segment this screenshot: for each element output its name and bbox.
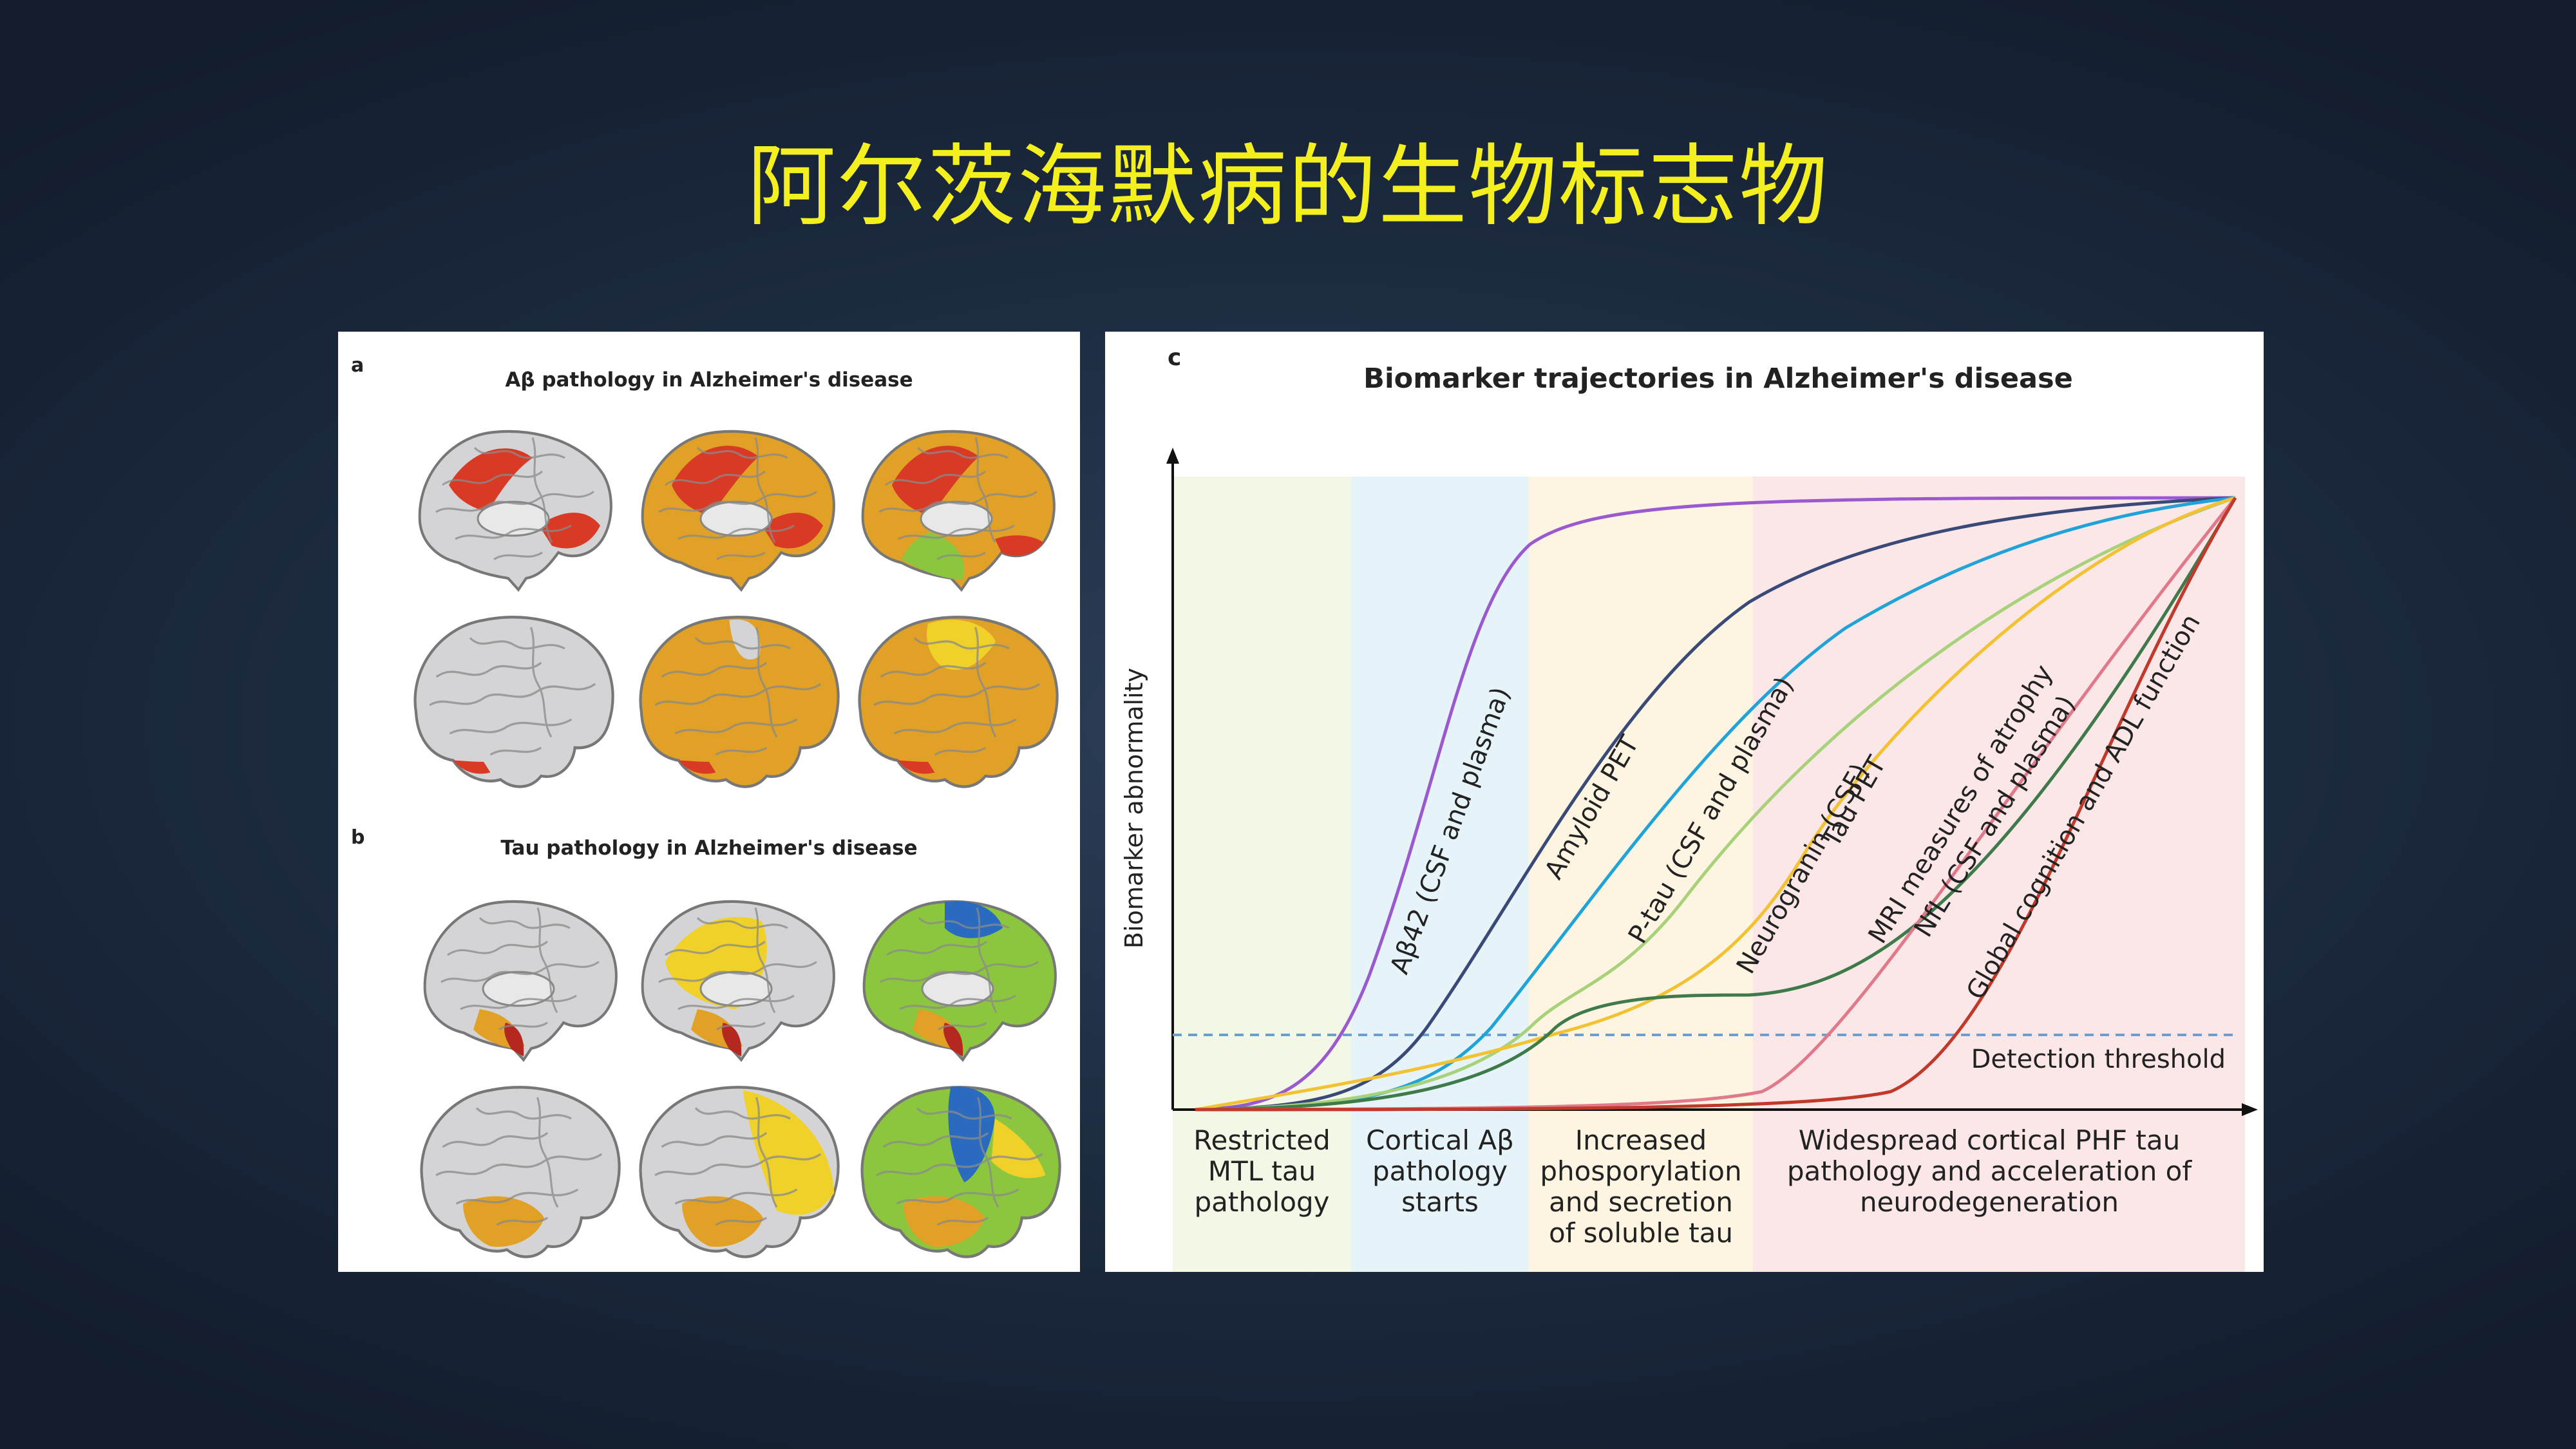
stage-2-label-line: pathology (1372, 1155, 1508, 1187)
curve-2 (1195, 496, 2236, 1112)
panel-b-title: Tau pathology in Alzheimer's disease (500, 837, 917, 860)
tau-medial-late-brain (864, 901, 1056, 1059)
tau-lateral-late-brain (862, 1086, 1060, 1256)
stage-1-label-line: Restricted (1193, 1124, 1330, 1156)
x-axis-arrow (2242, 1103, 2258, 1116)
stage-4-label-line: pathology and acceleration of (1787, 1155, 2193, 1187)
tau-lateral-early-brain (422, 1087, 620, 1256)
tau-lateral-mid-brain (641, 1087, 838, 1256)
stage-3-label-line: phosporylation (1540, 1155, 1741, 1187)
panel-a-title: Aβ pathology in Alzheimer's disease (505, 368, 913, 392)
stage-2-label-line: Cortical Aβ (1366, 1124, 1514, 1156)
trajectory-curves (1195, 496, 2237, 1112)
stage-3-label-line: Increased (1575, 1124, 1707, 1156)
slide-title: 阿尔茨海默病的生物标志物 (746, 135, 1829, 238)
y-axis-arrow (1166, 448, 1179, 464)
brain-maps-figure: a Aβ pathology in Alzheimer's disease (351, 354, 1080, 1272)
panel-c-letter: c (1168, 345, 1181, 371)
curve-5 (1195, 496, 2236, 1112)
stage-band-1 (1173, 477, 1351, 1272)
stage-backgrounds (1173, 477, 2245, 1272)
abeta-lateral-late-brain (860, 617, 1057, 786)
trajectory-panel: c Biomarker trajectories in Alzheimer's … (1105, 332, 2264, 1272)
panel-b-letter: b (351, 826, 365, 849)
abeta-lateral-early-brain (415, 617, 613, 786)
trajectory-chart: c Biomarker trajectories in Alzheimer's … (1120, 345, 2258, 1272)
brain-maps-panel: a Aβ pathology in Alzheimer's disease (338, 332, 1080, 1272)
curve-8 (1195, 497, 2237, 1112)
curve-4 (1195, 496, 2236, 1112)
panel-c-title: Biomarker trajectories in Alzheimer's di… (1363, 363, 2073, 395)
stage-band-3 (1529, 477, 1753, 1272)
abeta-medial-mid-brain (643, 431, 834, 590)
panel-a-letter: a (351, 354, 364, 377)
stage-band-2 (1351, 477, 1529, 1272)
curve-6 (1195, 497, 2237, 1112)
abeta-medial-late-brain (863, 431, 1054, 590)
stage-band-4 (1753, 477, 2245, 1272)
stage-3-label-line: of soluble tau (1549, 1217, 1733, 1249)
y-axis-label: Biomarker abnormality (1120, 668, 1148, 949)
abeta-lateral-mid-brain (641, 617, 838, 786)
stage-1-label-line: pathology (1194, 1186, 1329, 1218)
stage-4-label-line: Widespread cortical PHF tau (1799, 1124, 2181, 1156)
curve-1 (1195, 496, 2236, 1112)
tau-medial-mid-brain (643, 902, 834, 1060)
stage-3-label-line: and secretion (1549, 1186, 1733, 1218)
abeta-medial-early-brain (420, 431, 611, 590)
detection-threshold-label: Detection threshold (1971, 1045, 2226, 1074)
stage-4-label-line: neurodegeneration (1860, 1186, 2119, 1218)
stage-1-label-line: MTL tau (1208, 1155, 1316, 1187)
tau-medial-early-brain (425, 902, 616, 1060)
stage-2-label-line: starts (1401, 1186, 1479, 1218)
